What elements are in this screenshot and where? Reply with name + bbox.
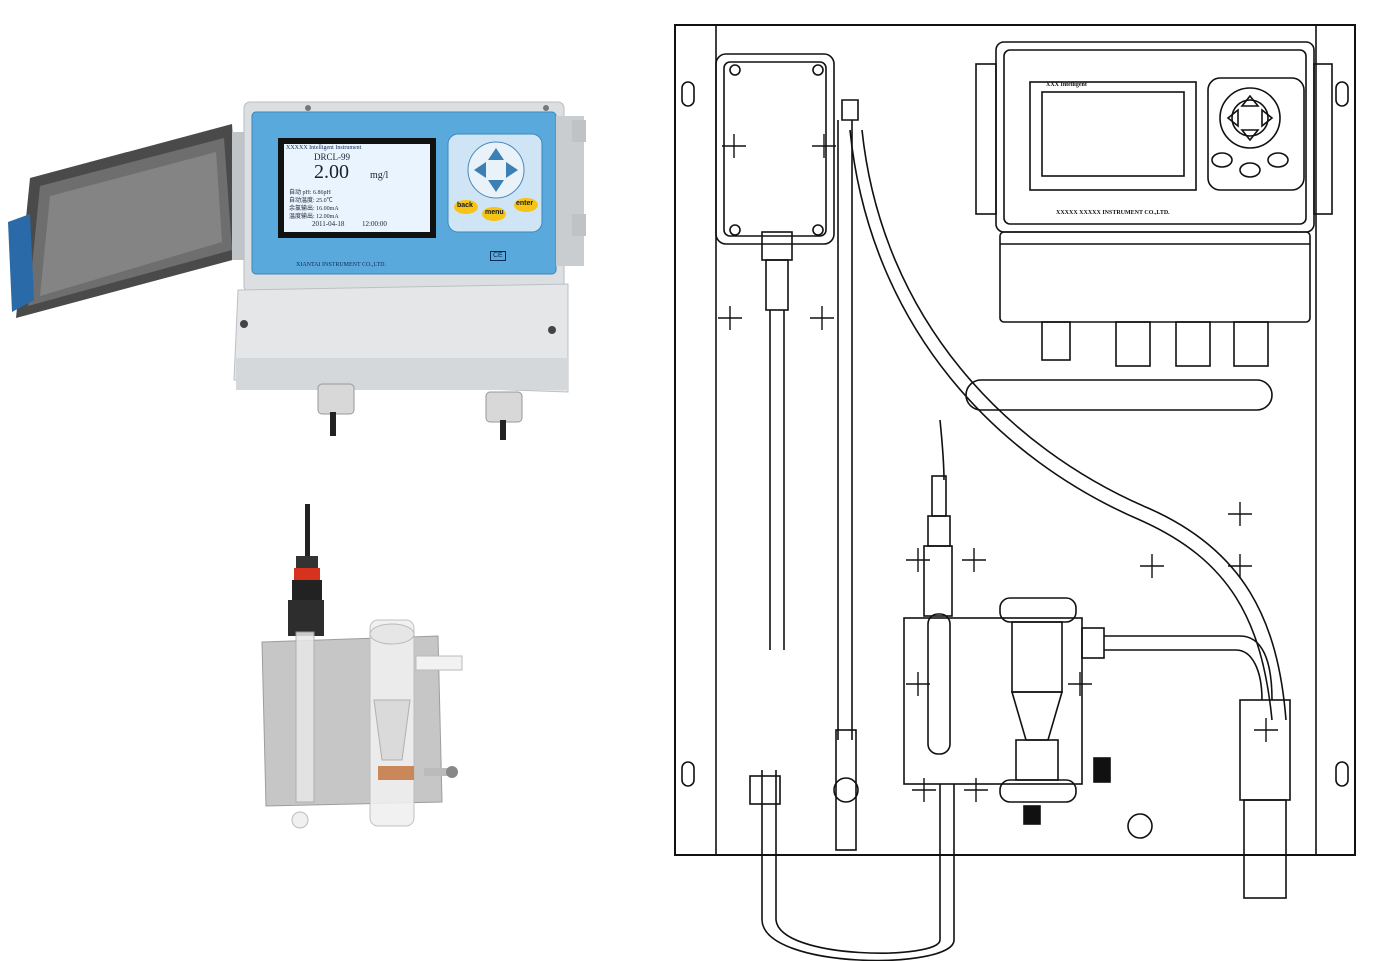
analyzer-line-4: 温度输出: 12.00mA: [289, 214, 339, 220]
drawing-crosshairs: [718, 134, 1278, 802]
analyzer-line-1: 自动 pH: 6.86pH: [289, 190, 331, 196]
analyzer-time: 12:00:00: [362, 220, 387, 228]
analyzer-model: DRCL-99: [314, 152, 350, 162]
back-button[interactable]: back: [457, 202, 473, 209]
enter-button[interactable]: enter: [516, 200, 534, 207]
analyzer-unit-photo: [8, 101, 586, 440]
drawing-manufacturer: XXXXX XXXXX INSTRUMENT CO.,LTD.: [1056, 210, 1170, 216]
menu-button[interactable]: menu: [485, 209, 504, 216]
hinged-lid: [8, 124, 246, 318]
analyzer-keypad: [447, 133, 543, 233]
analyzer-manufacturer: XIANTAI INSTRUMENT CO.,LTD.: [296, 262, 387, 268]
analyzer-line-2: 自动温度: 25.0℃: [289, 198, 333, 204]
technical-drawing: [674, 24, 1356, 961]
analyzer-reading-value: 2.00: [314, 161, 349, 183]
analyzer-date: 2011-04-18: [312, 220, 345, 228]
analyzer-reading-unit: mg/l: [370, 170, 389, 181]
analyzer-line-3: 余氯输出: 16.00mA: [289, 206, 339, 212]
analyzer-header-label: XXXXX Intelligent Instrument: [286, 145, 362, 151]
analyzer-lcd: [278, 138, 436, 238]
drawing-header-label: XXX Intelligent: [1046, 82, 1087, 88]
flow-cell-photo: [261, 504, 463, 829]
ce-badge: CE: [490, 251, 506, 261]
